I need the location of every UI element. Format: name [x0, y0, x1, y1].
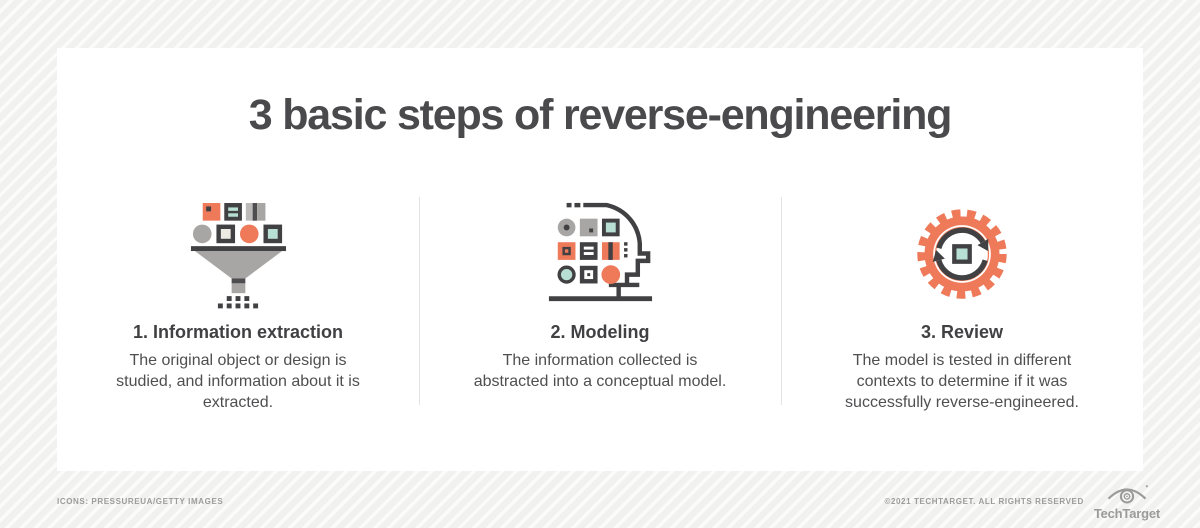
icons-credit: ICONS: PRESSUREUA/GETTY IMAGES	[57, 497, 224, 506]
head-profile-modeling-icon	[419, 197, 781, 309]
page-title: 3 basic steps of reverse-engineering	[248, 91, 953, 139]
step-description: The model is tested in different context…	[845, 352, 1079, 411]
head-profile-icon	[548, 202, 653, 302]
step-description: The original object or design is studied…	[116, 352, 360, 411]
step-description: The information collected is abstracted …	[473, 352, 727, 390]
footer-right: ©2021 TECHTARGET. ALL RIGHTS RESERVED Te…	[884, 483, 1160, 520]
step-information-extraction: 1. Information extraction The original o…	[57, 197, 419, 413]
steps-row: 1. Information extraction The original o…	[57, 197, 1143, 413]
gear-refresh-icon	[917, 209, 1007, 299]
column-divider	[780, 197, 782, 405]
brand-wordmark: TechTarget	[1093, 506, 1160, 521]
copyright-text: ©2021 TECHTARGET. ALL RIGHTS RESERVED	[884, 497, 1084, 506]
funnel-extraction-icon	[57, 197, 419, 309]
content-card: 3 basic steps of reverse-engineering	[57, 48, 1143, 471]
step-review: 3. Review The model is tested in differe…	[781, 197, 1143, 413]
column-divider	[418, 197, 420, 405]
step-title: 2. Modeling	[550, 322, 650, 342]
page-footer: ICONS: PRESSUREUA/GETTY IMAGES ©2021 TEC…	[57, 483, 1160, 520]
step-title: 3. Review	[920, 322, 1004, 342]
step-title: 1. Information extraction	[132, 322, 344, 342]
step-modeling: 2. Modeling The information collected is…	[419, 197, 781, 413]
techtarget-logo: TechTarget	[1094, 483, 1160, 520]
funnel-icon	[190, 203, 287, 309]
eye-icon	[1107, 485, 1148, 504]
gear-cycle-review-icon	[781, 197, 1143, 309]
